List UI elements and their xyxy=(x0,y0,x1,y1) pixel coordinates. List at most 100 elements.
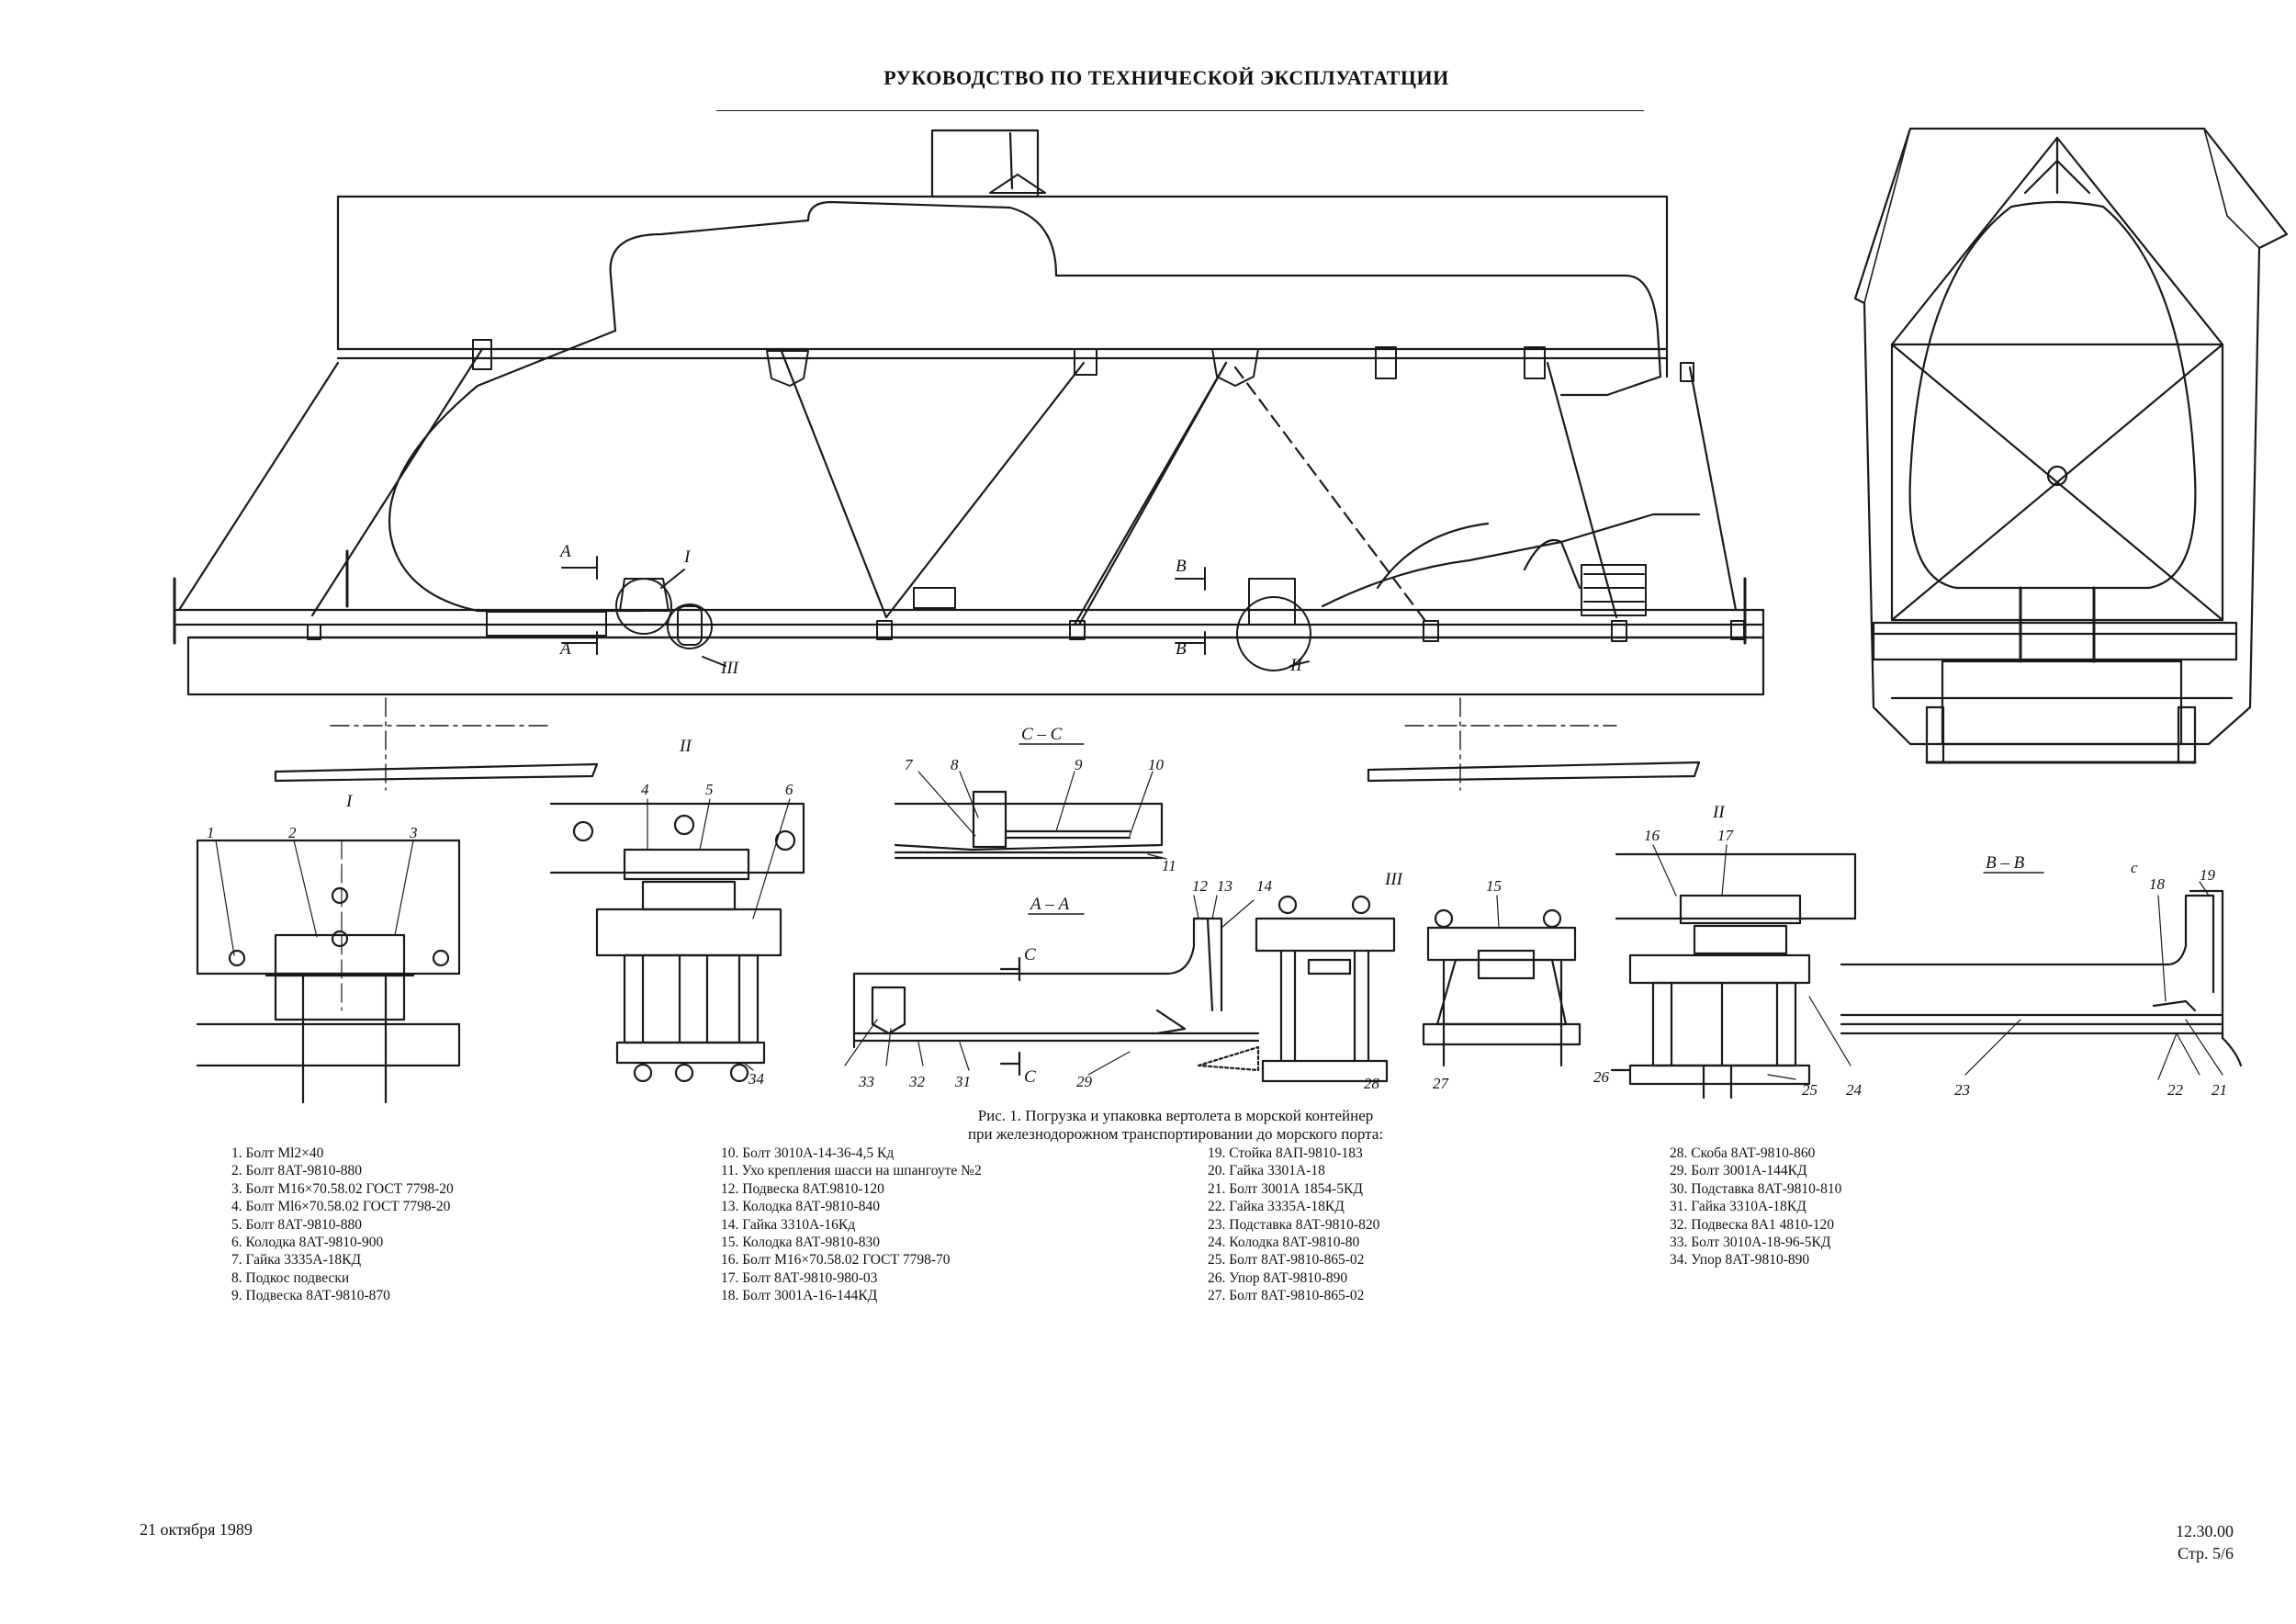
caption-line-2: при железнодорожном транспортировании до… xyxy=(967,1125,1384,1143)
callout-32: 32 xyxy=(908,1073,926,1090)
part-item: 12. Подвеска 8АТ.9810-120 xyxy=(721,1180,884,1197)
platform-base xyxy=(186,636,1765,696)
part-item: 20. Гайка 3301А-18 xyxy=(1208,1163,1325,1179)
callout-17: 17 xyxy=(1717,827,1735,844)
callout-18: 18 xyxy=(2149,875,2166,893)
callout-31: 31 xyxy=(954,1073,971,1090)
callout-10: 10 xyxy=(1148,756,1165,773)
part-item: 28. Скоба 8АТ-9810-860 xyxy=(1670,1145,1816,1161)
section-a-a xyxy=(844,895,1260,1077)
callout-29: 29 xyxy=(1076,1073,1093,1090)
label-ii-main: II xyxy=(1289,656,1303,675)
label-section-c-c: С – С xyxy=(1021,725,1063,744)
label-c-small: с xyxy=(2131,859,2138,876)
label-arrow-c-bottom: C xyxy=(1024,1067,1036,1087)
label-iii-main: III xyxy=(720,659,740,678)
callout-26: 26 xyxy=(1593,1068,1610,1086)
part-item: 30. Подставка 8АТ-9810-810 xyxy=(1670,1180,1842,1197)
callout-27: 27 xyxy=(1433,1075,1450,1092)
label-arrow-a-bottom: А xyxy=(558,639,571,659)
part-item: 33. Болт 3010А-18-96-5КД xyxy=(1670,1235,1831,1251)
part-item: 23. Подставка 8АТ-9810-820 xyxy=(1208,1216,1380,1233)
part-item: 18. Болт 3001А-16-144КД xyxy=(721,1288,878,1304)
title-rule xyxy=(716,110,1644,111)
footer-date: 21 октября 1989 xyxy=(140,1520,253,1539)
fuselage-nose-outline xyxy=(388,274,645,613)
part-item: 22. Гайка 3335А-18КД xyxy=(1208,1199,1345,1215)
part-item: 7. Гайка 3335А-18КД xyxy=(231,1252,362,1269)
part-item: 32. Подвеска 8А1 4810-120 xyxy=(1670,1216,1835,1233)
callout-19: 19 xyxy=(2200,866,2216,884)
part-item: 10. Болт 3010А-14-36-4,5 Кд xyxy=(721,1145,895,1161)
label-ii-detail: II xyxy=(679,737,692,756)
document-title: РУКОВОДСТВО ПО ТЕХНИЧЕСКОЙ ЭКСПЛУАТАТЦИИ xyxy=(884,66,1449,89)
callout-3: 3 xyxy=(409,824,418,841)
detail-ii-left xyxy=(549,798,805,1083)
label-arrow-b-top: В xyxy=(1176,557,1187,576)
part-item: 11. Ухо крепления шасси на шпангоуте №2 xyxy=(721,1163,982,1179)
caption-line-1: Рис. 1. Погрузка и упаковка вертолета в … xyxy=(977,1107,1374,1124)
parts-column-1: 1. Болт Ml2×40 2. Болт 8АТ-9810-880 3. Б… xyxy=(231,1145,454,1305)
callout-21: 21 xyxy=(2212,1081,2227,1099)
footer-page-number: Стр. 5/6 xyxy=(2178,1544,2234,1562)
part-item: 9. Подвеска 8АТ-9810-870 xyxy=(231,1288,390,1304)
fuselage-upper-outline xyxy=(609,200,1662,397)
callout-34: 34 xyxy=(748,1070,765,1088)
footer-page-info: 12.30.00 Стр. 5/6 xyxy=(2112,1520,2234,1564)
part-item: 25. Болт 8АТ-9810-865-02 xyxy=(1208,1252,1365,1269)
part-item: 2. Болт 8АТ-9810-880 xyxy=(231,1163,362,1179)
callout-13: 13 xyxy=(1217,877,1232,895)
callout-24: 24 xyxy=(1846,1081,1863,1099)
callout-8: 8 xyxy=(951,756,959,773)
callout-12: 12 xyxy=(1192,877,1209,895)
part-item: 17. Болт 8АТ-9810-980-03 xyxy=(721,1269,878,1286)
callout-15: 15 xyxy=(1486,877,1502,895)
callout-22: 22 xyxy=(2167,1081,2184,1099)
detail-ii-right xyxy=(1610,844,1857,1100)
section-c-c xyxy=(894,743,1167,860)
part-item: 26. Упор 8АТ-9810-890 xyxy=(1208,1269,1348,1286)
label-iii-detail: III xyxy=(1384,870,1404,889)
callout-23: 23 xyxy=(1954,1081,1970,1099)
detail-iii xyxy=(1255,895,1581,1083)
part-item: 1. Болт Ml2×40 xyxy=(231,1145,324,1161)
part-item: 15. Колодка 8АТ-9810-830 xyxy=(721,1235,880,1251)
callout-1: 1 xyxy=(207,824,215,841)
callout-25: 25 xyxy=(1802,1081,1818,1099)
container-side-view xyxy=(173,129,1765,791)
part-item: 24. Колодка 8АТ-9810-80 xyxy=(1208,1235,1360,1251)
callout-5: 5 xyxy=(705,781,714,798)
label-section-a-a: А – А xyxy=(1029,895,1070,914)
part-item: 34. Упор 8АТ-9810-890 xyxy=(1670,1252,1810,1269)
part-item: 14. Гайка 3310А-16Кд xyxy=(721,1216,856,1233)
part-item: 29. Болт 3001А-144КД xyxy=(1670,1163,1807,1179)
container-end-view xyxy=(1853,127,2289,764)
callout-9: 9 xyxy=(1075,756,1083,773)
label-i-detail: I xyxy=(345,792,354,811)
callout-4: 4 xyxy=(641,781,649,798)
label-i-main: I xyxy=(683,547,692,567)
section-b-b xyxy=(1840,872,2243,1080)
label-ii-detail-right: II xyxy=(1712,803,1726,822)
part-item: 31. Гайка 3310А-18КД xyxy=(1670,1199,1806,1215)
part-item: 13. Колодка 8АТ-9810-840 xyxy=(721,1199,880,1215)
callout-16: 16 xyxy=(1644,827,1660,844)
parts-column-2: 10. Болт 3010А-14-36-4,5 Кд 11. Ухо креп… xyxy=(721,1145,982,1305)
part-item: 3. Болт М16×70.58.02 ГОСТ 7798-20 xyxy=(231,1180,454,1197)
callout-2: 2 xyxy=(288,824,297,841)
part-item: 5. Болт 8АТ-9810-880 xyxy=(231,1216,362,1233)
callout-11: 11 xyxy=(1162,857,1176,874)
detail-i xyxy=(196,839,461,1104)
top-mount-box xyxy=(930,129,1040,198)
drawing-labels: I II III I II III II А – А В – В С – С А… xyxy=(207,542,2227,1099)
part-item: 21. Болт 3001А 1854-5КД xyxy=(1208,1180,1363,1197)
callout-7: 7 xyxy=(905,756,914,773)
label-arrow-c-top: C xyxy=(1024,945,1036,964)
part-item: 19. Стойка 8АП-9810-183 xyxy=(1208,1145,1363,1161)
callout-28: 28 xyxy=(1364,1075,1380,1092)
label-arrow-b-bottom: В xyxy=(1176,639,1187,659)
callout-33: 33 xyxy=(858,1073,874,1090)
part-item: 16. Болт М16×70.58.02 ГОСТ 7798-70 xyxy=(721,1252,951,1269)
part-item: 4. Болт Ml6×70.58.02 ГОСТ 7798-20 xyxy=(231,1199,451,1215)
